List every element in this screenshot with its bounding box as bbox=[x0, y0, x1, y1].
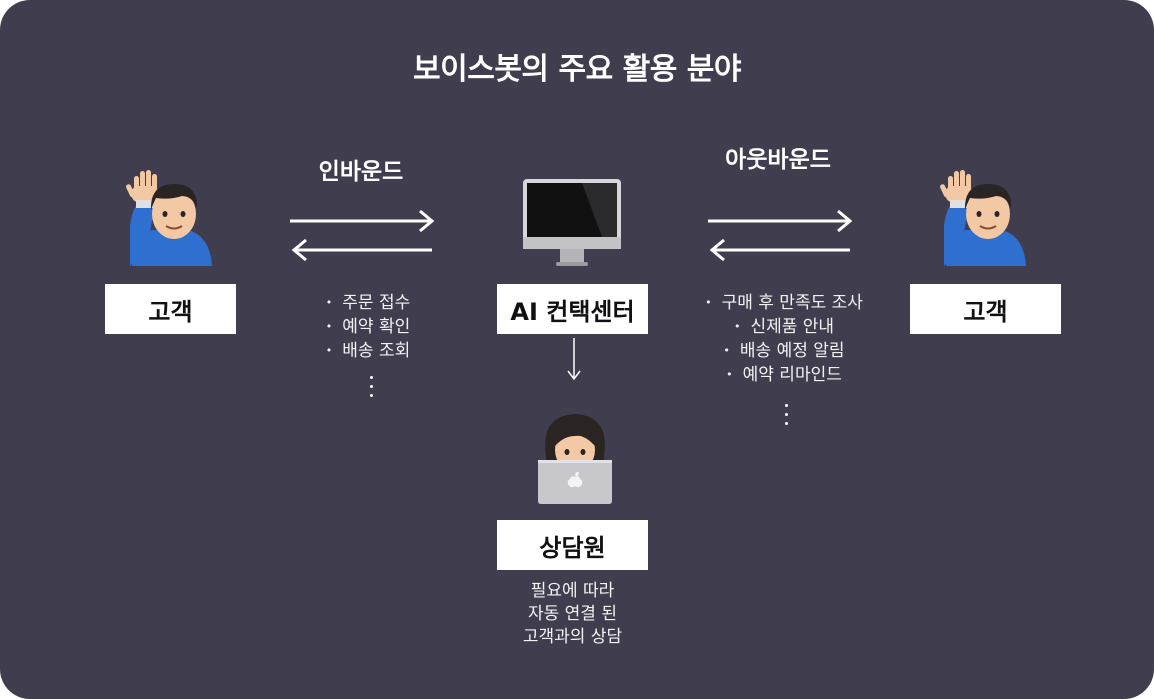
list-item: 예약 리마인드 bbox=[686, 364, 882, 388]
agent-note-line: 자동 연결 된 bbox=[527, 604, 617, 624]
outbound-label: 아웃바운드 bbox=[725, 147, 831, 173]
list-item: 배송 예정 알림 bbox=[686, 340, 882, 364]
list-item: 주문 접수 bbox=[318, 292, 418, 316]
inbound-list: 주문 접수 예약 확인 배송 조회 bbox=[318, 292, 418, 364]
agent-note-line: 필요에 따라 bbox=[530, 581, 615, 601]
outbound-list: 구매 후 만족도 조사 신제품 안내 배송 예정 알림 예약 리마인드 bbox=[686, 292, 882, 388]
agent-note-line: 고객과의 상담 bbox=[522, 627, 623, 647]
bidirectional-arrow-icon bbox=[708, 209, 853, 262]
arrow-down-icon bbox=[567, 338, 581, 381]
agent-box: 상담원 bbox=[497, 520, 648, 570]
ellipsis-vertical-icon bbox=[368, 376, 374, 403]
agent-note: 필요에 따라 자동 연결 된 고객과의 상담 bbox=[497, 580, 648, 649]
list-item: 신제품 안내 bbox=[686, 316, 882, 340]
customer-box-left: 고객 bbox=[105, 284, 236, 334]
person-raising-hand-icon bbox=[126, 170, 212, 266]
list-item: 예약 확인 bbox=[318, 316, 418, 340]
list-item: 배송 조회 bbox=[318, 340, 418, 364]
customer-box-right: 고객 bbox=[910, 284, 1061, 334]
person-raising-hand-icon bbox=[940, 170, 1026, 266]
person-with-laptop-icon bbox=[538, 414, 612, 504]
desktop-monitor-icon bbox=[523, 179, 621, 266]
bidirectional-arrow-icon bbox=[290, 209, 435, 262]
ai-contact-center-box: AI 컨택센터 bbox=[497, 284, 648, 334]
diagram-title: 보이스봇의 주요 활용 분야 bbox=[413, 52, 741, 87]
inbound-label: 인바운드 bbox=[318, 159, 404, 185]
list-item: 구매 후 만족도 조사 bbox=[686, 292, 882, 316]
ellipsis-vertical-icon bbox=[783, 404, 789, 431]
